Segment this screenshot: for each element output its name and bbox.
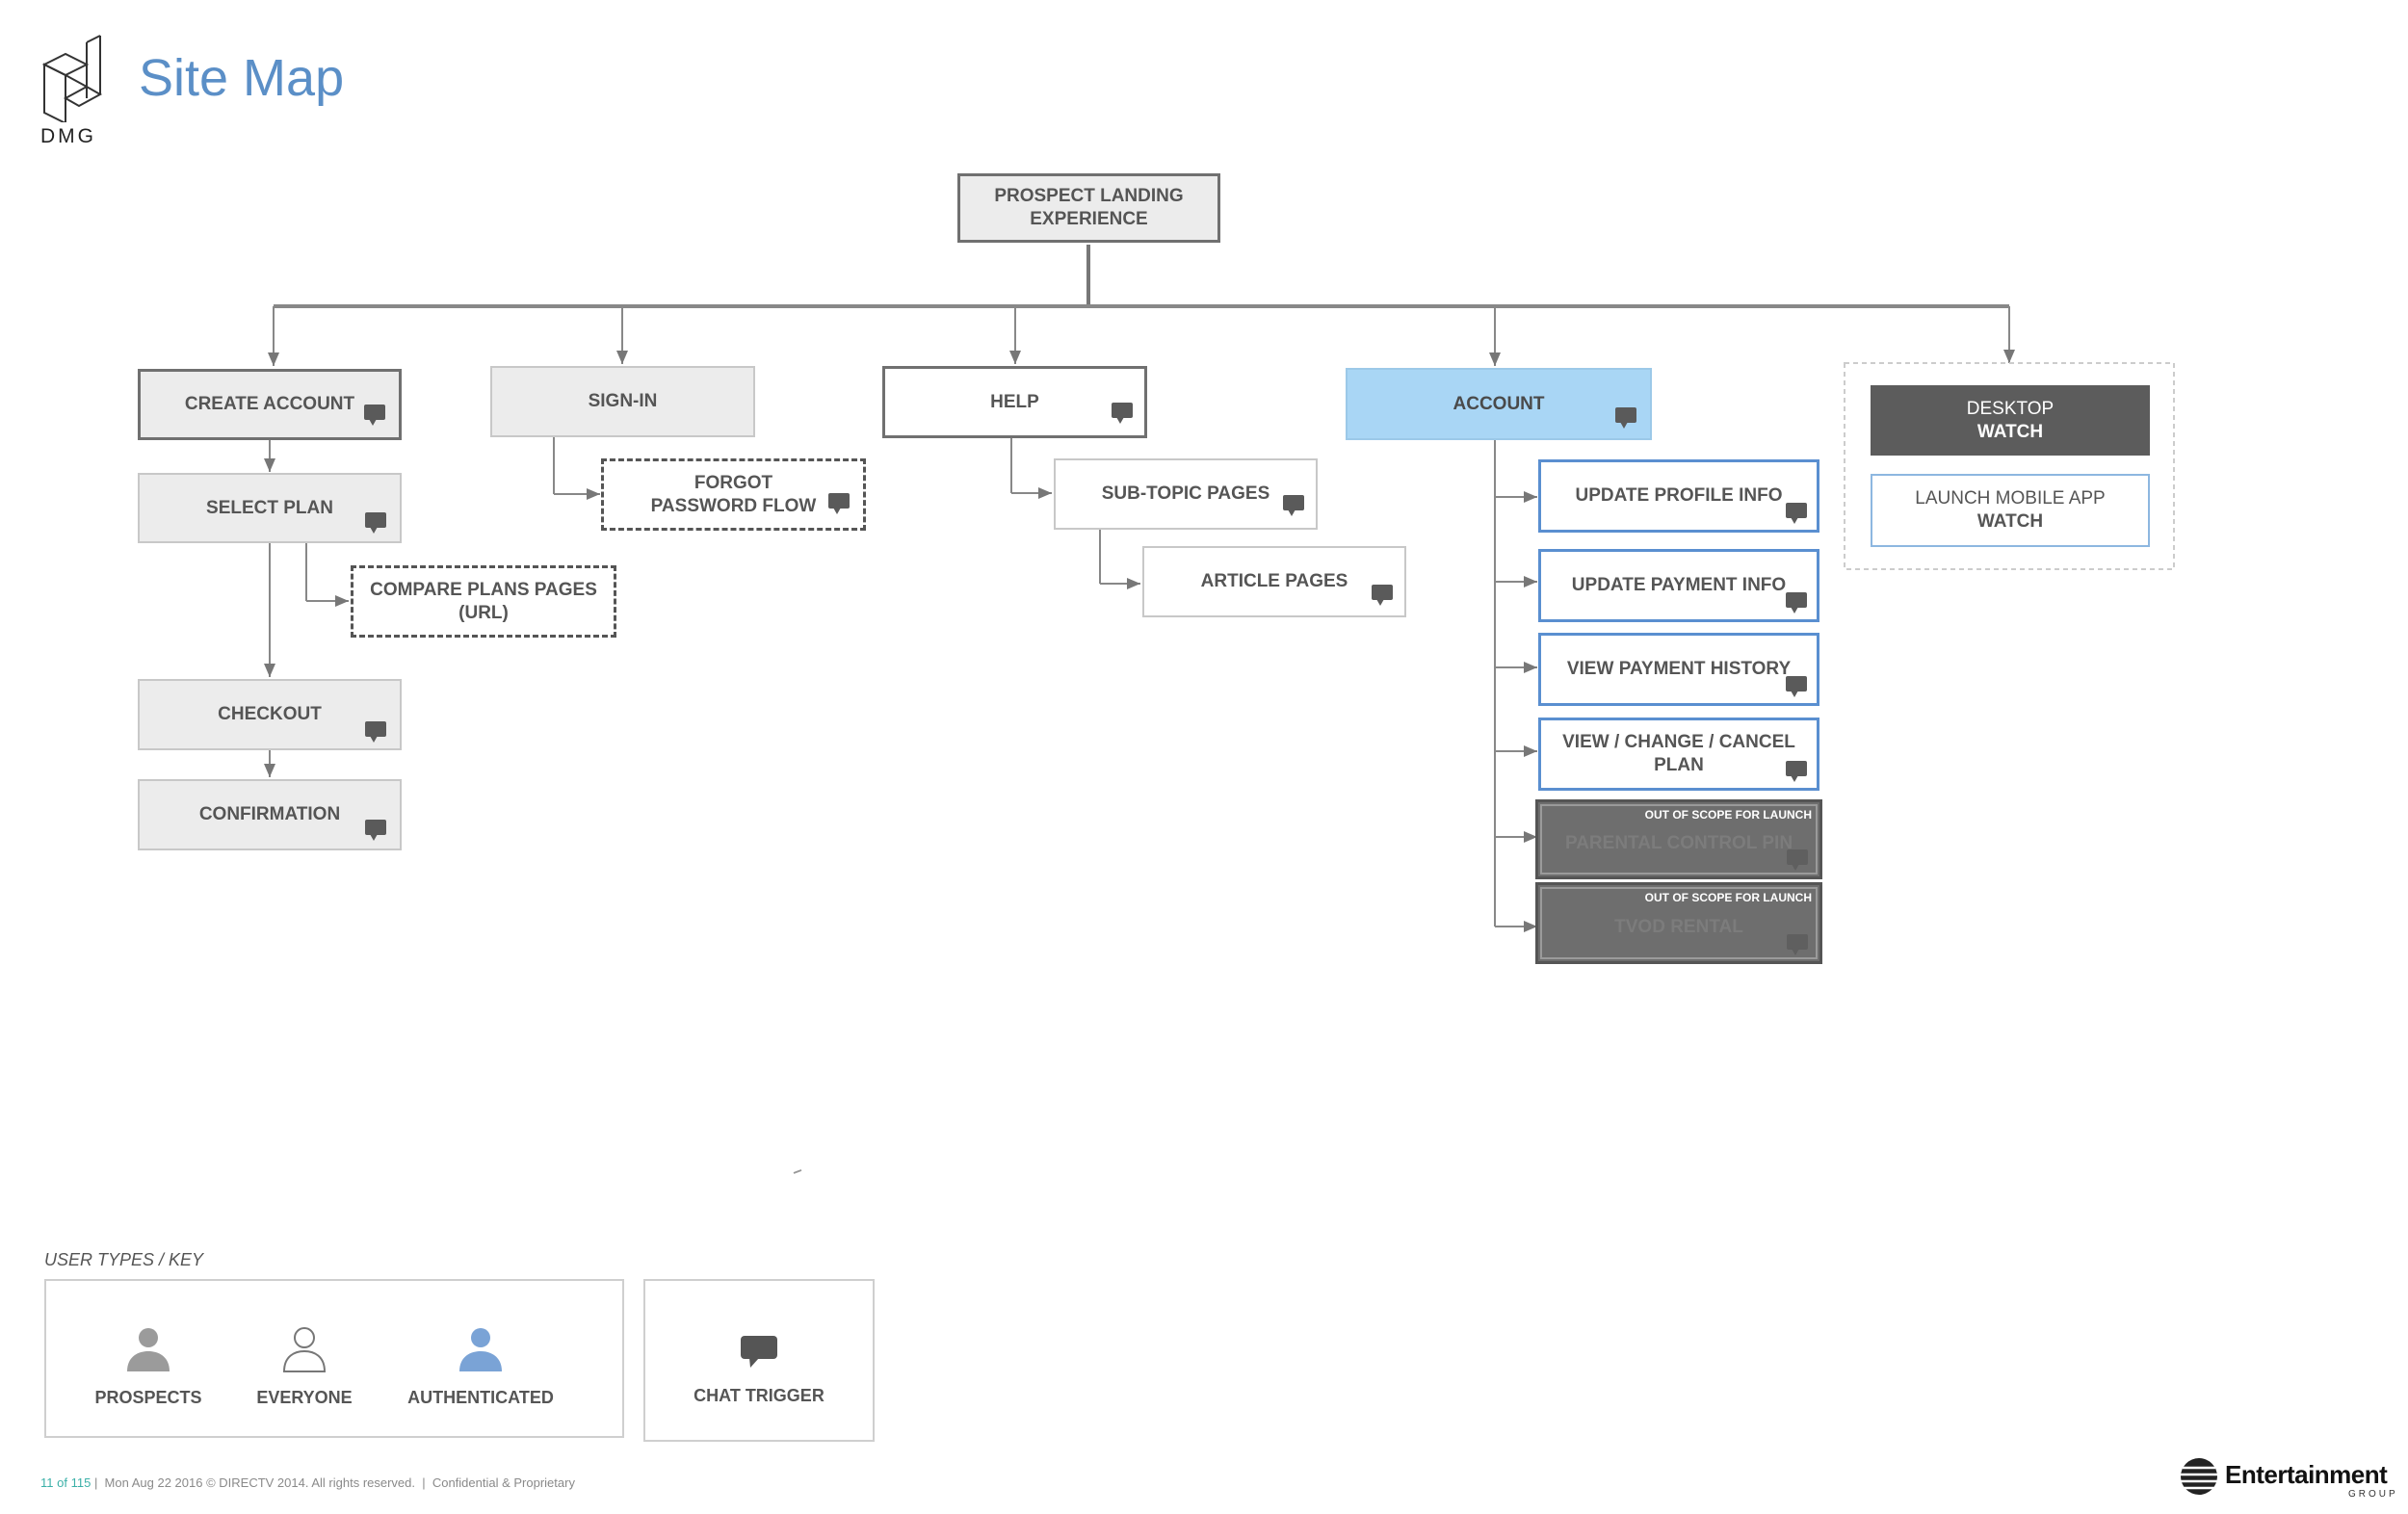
user-types-key: PROSPECTS EVERYONE AUTHENTICATED bbox=[44, 1279, 624, 1438]
watch-group-frame bbox=[1844, 362, 2175, 570]
chat-trigger-icon bbox=[1787, 934, 1808, 955]
node-sub-topic-pages[interactable]: SUB-TOPIC PAGES bbox=[1054, 458, 1318, 530]
att-globe-icon bbox=[2181, 1458, 2217, 1495]
node-sign-in[interactable]: SIGN-IN bbox=[490, 366, 755, 437]
prospect-user-icon bbox=[127, 1328, 170, 1371]
key-prospects: PROSPECTS bbox=[94, 1325, 202, 1408]
key-authenticated: AUTHENTICATED bbox=[403, 1325, 559, 1408]
dmg-cube-icon bbox=[41, 35, 103, 125]
node-compare-plans[interactable]: COMPARE PLANS PAGES (URL) bbox=[351, 565, 616, 638]
footer-text: | Mon Aug 22 2016 © DIRECTV 2014. All ri… bbox=[93, 1475, 575, 1490]
node-checkout[interactable]: CHECKOUT bbox=[138, 679, 402, 750]
node-update-profile[interactable]: UPDATE PROFILE INFO bbox=[1538, 459, 1819, 533]
chat-key-item: CHAT TRIGGER bbox=[645, 1335, 873, 1406]
authenticated-user-icon bbox=[459, 1328, 502, 1371]
node-prospect-landing[interactable]: PROSPECT LANDING EXPERIENCE bbox=[957, 173, 1220, 243]
chat-trigger-icon bbox=[365, 820, 386, 841]
node-view-payment-history[interactable]: VIEW PAYMENT HISTORY bbox=[1538, 633, 1819, 706]
node-help[interactable]: HELP bbox=[882, 366, 1147, 438]
node-tvod-rental: OUT OF SCOPE FOR LAUNCH TVOD RENTAL bbox=[1535, 882, 1822, 964]
chat-trigger-icon bbox=[1786, 592, 1807, 613]
node-account[interactable]: ACCOUNT bbox=[1346, 368, 1652, 440]
chat-trigger-icon bbox=[1372, 585, 1393, 606]
chat-trigger-icon bbox=[365, 721, 386, 743]
chat-trigger-icon bbox=[1112, 403, 1133, 424]
page-current: 11 bbox=[40, 1475, 54, 1490]
node-create-account[interactable]: CREATE ACCOUNT bbox=[138, 369, 402, 440]
node-desktop-watch[interactable]: DESKTOP WATCH bbox=[1871, 385, 2150, 456]
brand-sub: GROUP bbox=[2348, 1489, 2398, 1500]
node-view-change-cancel-plan[interactable]: VIEW / CHANGE / CANCEL PLAN bbox=[1538, 718, 1819, 791]
node-confirmation[interactable]: CONFIRMATION bbox=[138, 779, 402, 850]
entertainment-group-logo: Entertainment GROUP bbox=[2179, 1454, 2395, 1502]
node-article-pages[interactable]: ARTICLE PAGES bbox=[1142, 546, 1406, 617]
brand-name: Entertainment bbox=[2225, 1460, 2388, 1489]
everyone-user-icon bbox=[282, 1327, 327, 1372]
node-update-payment[interactable]: UPDATE PAYMENT INFO bbox=[1538, 549, 1819, 622]
chat-trigger-icon bbox=[1786, 503, 1807, 524]
node-parental-control-pin: OUT OF SCOPE FOR LAUNCH PARENTAL CONTROL… bbox=[1535, 799, 1822, 879]
page-total: of 115 bbox=[57, 1475, 92, 1490]
logo-text: DMG bbox=[40, 125, 96, 147]
node-launch-mobile-app-watch[interactable]: LAUNCH MOBILE APP WATCH bbox=[1871, 474, 2150, 547]
key-everyone: EVERYONE bbox=[250, 1325, 358, 1408]
chat-trigger-key: CHAT TRIGGER bbox=[643, 1279, 875, 1442]
chat-bubble-icon bbox=[741, 1336, 777, 1368]
chat-trigger-icon bbox=[1615, 407, 1636, 429]
node-select-plan[interactable]: SELECT PLAN bbox=[138, 473, 402, 543]
chat-trigger-icon bbox=[1787, 849, 1808, 871]
chat-trigger-icon bbox=[365, 512, 386, 534]
footer: 11 of 115 | Mon Aug 22 2016 © DIRECTV 20… bbox=[40, 1475, 575, 1490]
out-of-scope-tag: OUT OF SCOPE FOR LAUNCH bbox=[1644, 891, 1812, 904]
chat-trigger-icon bbox=[1786, 676, 1807, 697]
chat-trigger-icon bbox=[1283, 495, 1304, 516]
out-of-scope-tag: OUT OF SCOPE FOR LAUNCH bbox=[1644, 808, 1812, 822]
dmg-logo: DMG bbox=[37, 31, 104, 147]
chat-trigger-icon bbox=[364, 405, 385, 426]
key-heading: USER TYPES / KEY bbox=[44, 1250, 204, 1269]
node-forgot-password[interactable]: FORGOT PASSWORD FLOW bbox=[601, 458, 866, 531]
chat-trigger-icon bbox=[828, 493, 850, 514]
chat-trigger-icon bbox=[1786, 761, 1807, 782]
page-title: Site Map bbox=[139, 49, 345, 107]
